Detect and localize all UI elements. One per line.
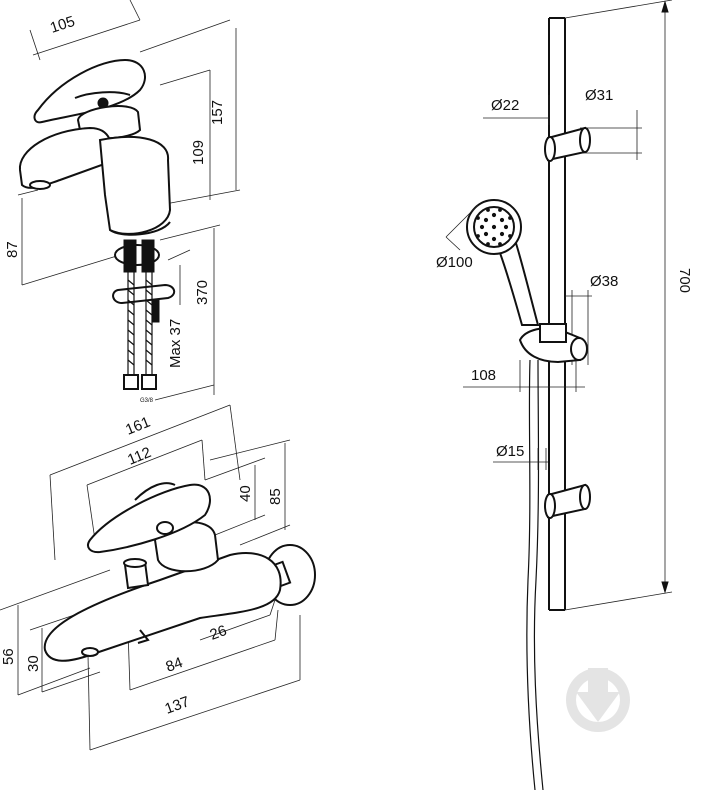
dim-d15: Ø15 <box>493 443 548 470</box>
label-d100: Ø100 <box>436 254 473 271</box>
label-87: 87 <box>4 241 21 258</box>
dim-d38: Ø38 <box>565 273 618 365</box>
dim-84: 84 <box>127 609 279 691</box>
dim-85: 85 <box>209 439 291 546</box>
dim-max-37: Max 37 <box>167 249 191 368</box>
label-161: 161 <box>123 414 153 439</box>
label-700: 700 <box>676 268 693 293</box>
shower-hose <box>526 359 544 791</box>
label-40: 40 <box>237 485 254 502</box>
label-370: 370 <box>194 280 211 305</box>
dim-108: 108 <box>463 360 585 392</box>
dim-105: 105 <box>29 0 141 61</box>
label-105: 105 <box>48 13 77 37</box>
label-84: 84 <box>164 654 185 676</box>
basin-mixer-body: G3/8 <box>18 58 176 404</box>
label-d38: Ø38 <box>590 273 618 290</box>
rail-bar <box>548 17 566 611</box>
label-137: 137 <box>163 693 192 718</box>
dim-87: 87 <box>4 189 121 286</box>
dim-d100: Ø100 <box>436 204 479 271</box>
dim-370: 370 <box>154 224 221 401</box>
label-26: 26 <box>208 622 229 644</box>
rail-bracket-bottom <box>544 483 591 519</box>
label-157: 157 <box>209 100 226 125</box>
dim-700: 700 <box>564 0 693 611</box>
label-109: 109 <box>190 140 207 165</box>
bath-mixer-body <box>43 482 316 662</box>
label-g3-8: G3/8 <box>140 398 154 404</box>
label-max-37: Max 37 <box>167 319 184 368</box>
label-30: 30 <box>25 655 42 672</box>
rail-slider <box>518 323 588 364</box>
bath-mixer-drawing: 161 112 40 85 56 <box>0 404 316 751</box>
label-d22: Ø22 <box>491 97 519 114</box>
label-112: 112 <box>125 444 154 469</box>
label-d15: Ø15 <box>496 443 524 460</box>
dim-26: 26 <box>199 599 276 644</box>
dim-157: 157 <box>139 19 241 206</box>
label-108: 108 <box>471 367 496 384</box>
dim-d22: Ø22 <box>483 95 550 125</box>
dim-109: 109 <box>159 69 211 200</box>
hand-shower <box>466 199 540 326</box>
basin-mixer-drawing: 105 157 109 87 370 <box>4 0 241 404</box>
dim-40: 40 <box>204 457 266 536</box>
watermark-download-arrow-icon <box>566 668 630 732</box>
label-d31: Ø31 <box>585 87 613 104</box>
dim-d31: Ø31 <box>580 87 642 160</box>
dim-56: 56 <box>0 569 111 696</box>
shower-rail-drawing: 700 Ø22 Ø31 <box>436 0 693 791</box>
label-56: 56 <box>0 648 17 665</box>
label-85: 85 <box>267 488 284 505</box>
rail-bracket-top <box>544 126 591 162</box>
